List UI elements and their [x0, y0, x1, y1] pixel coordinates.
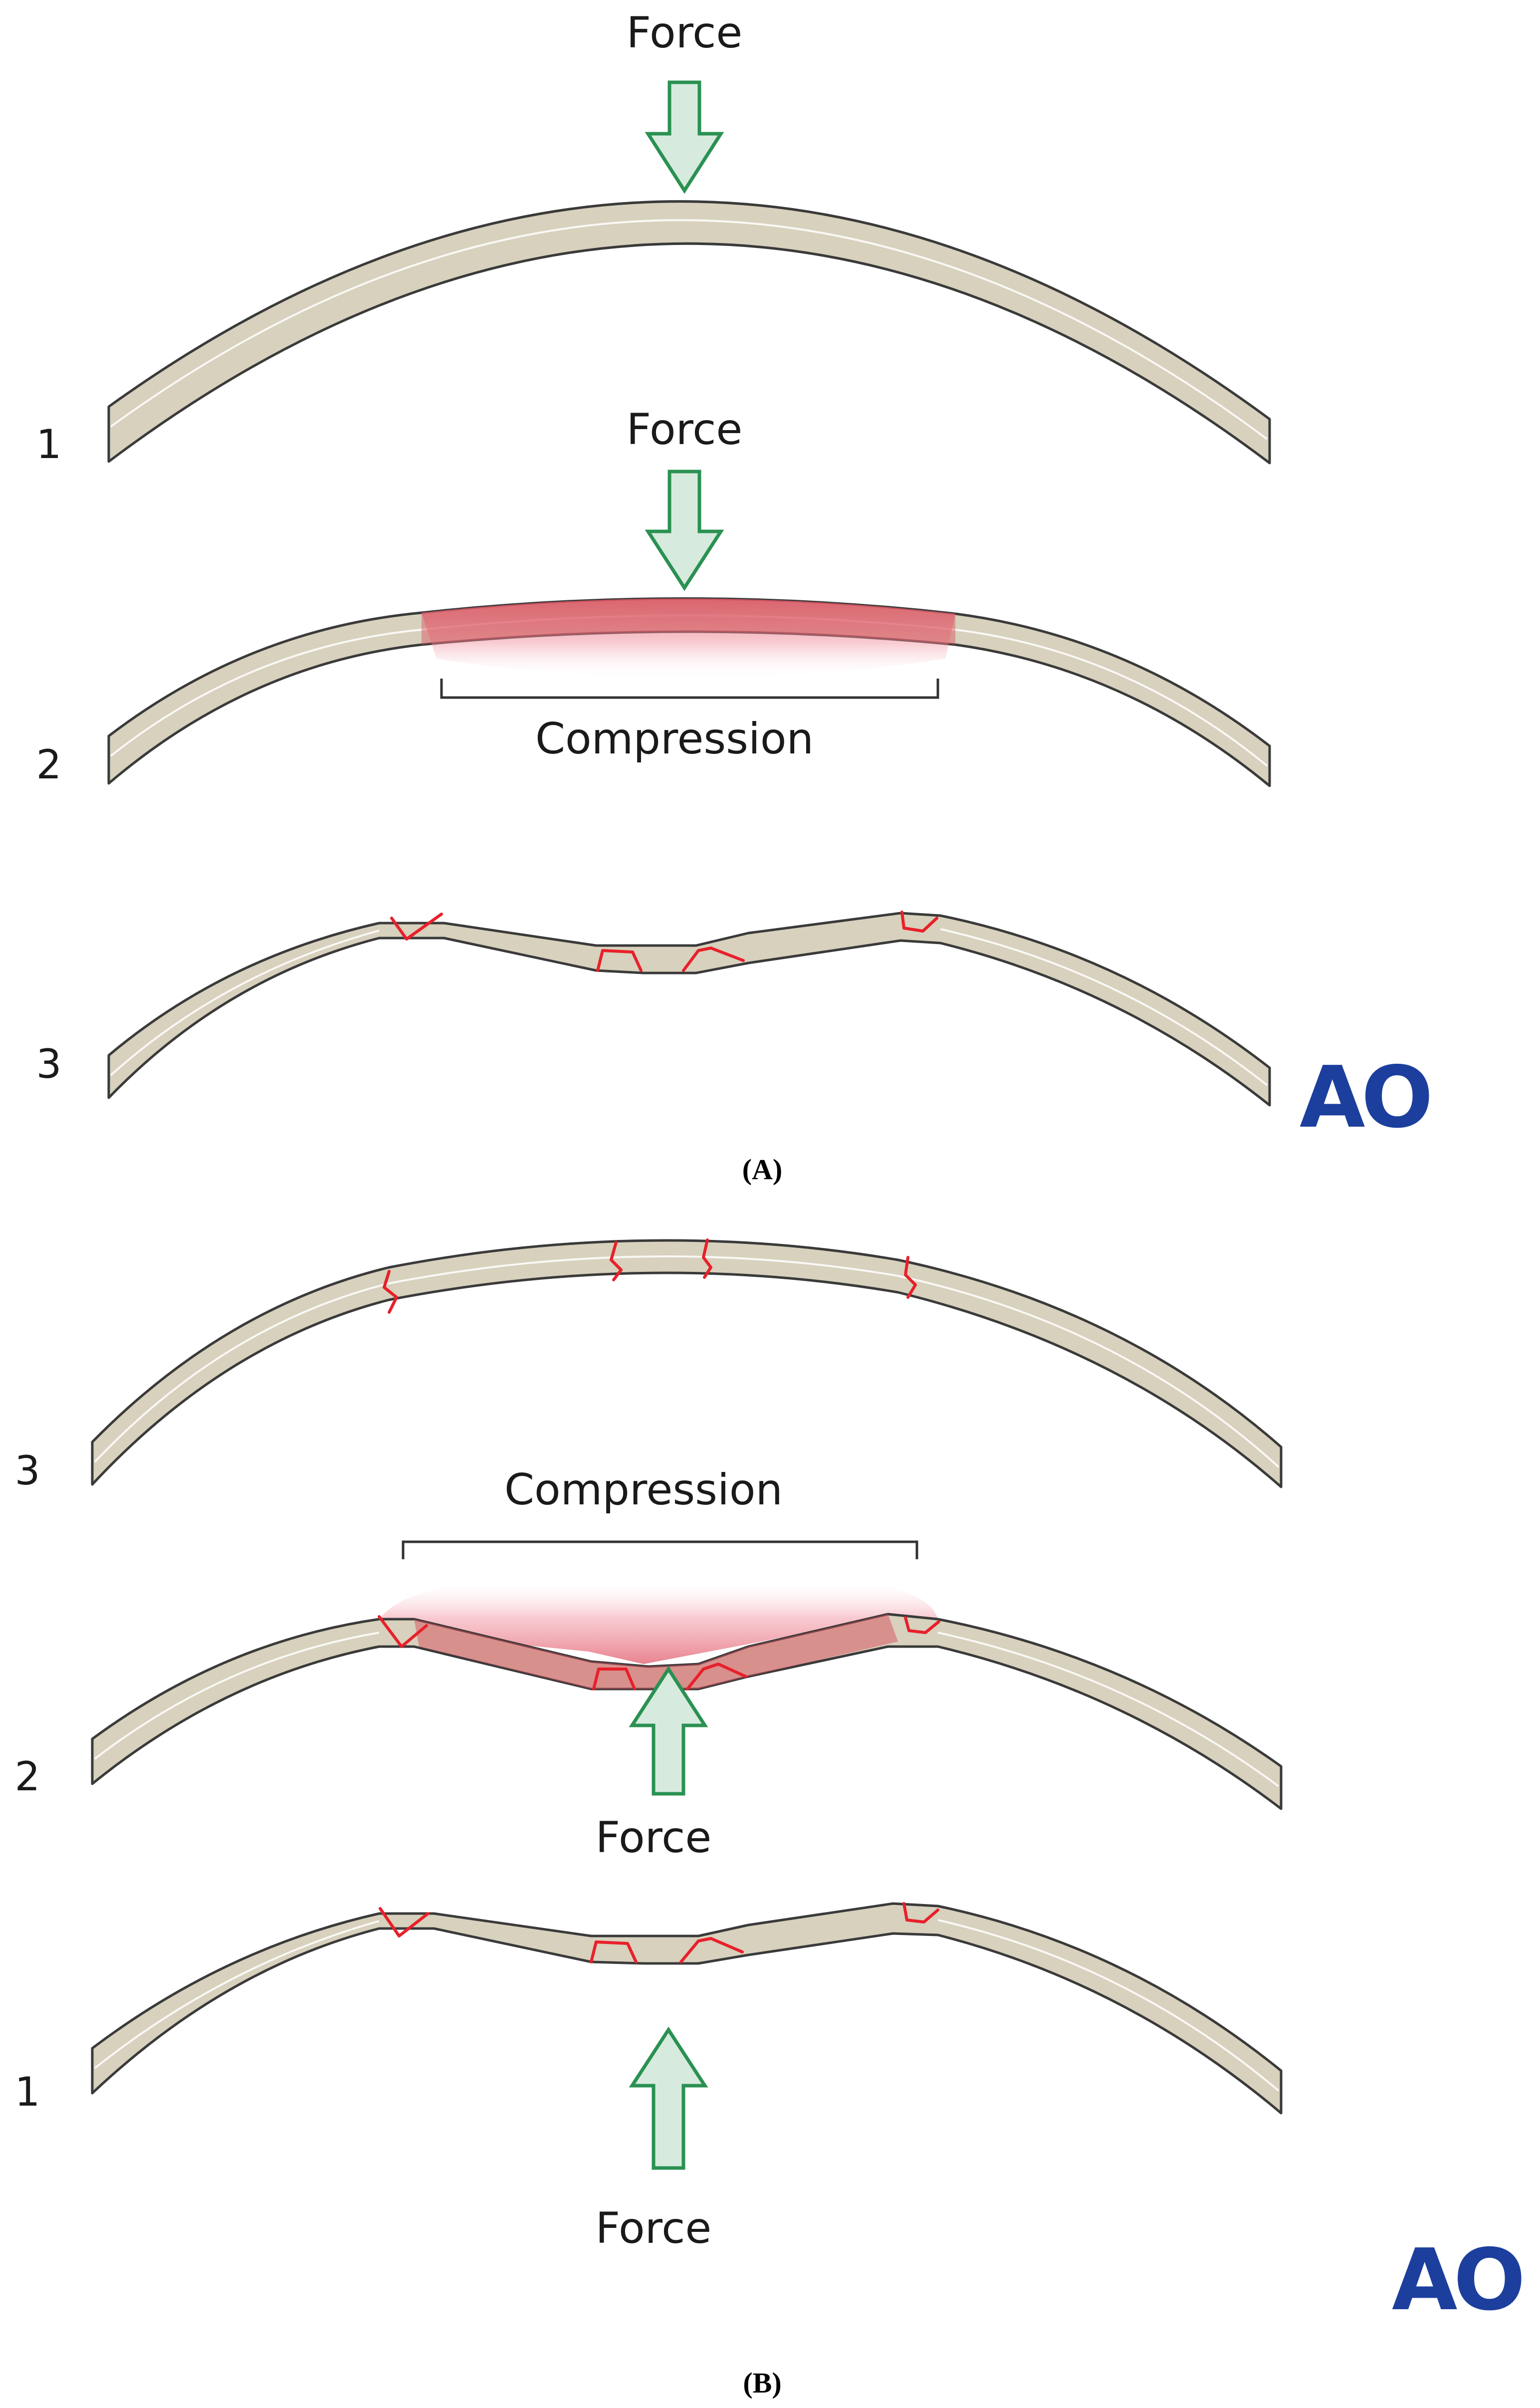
step-number: 3 [15, 1447, 40, 1494]
fracture-line [702, 1238, 712, 1279]
fracture-line [379, 1907, 430, 1937]
fracture-line [686, 1663, 747, 1690]
step-number: 2 [36, 741, 62, 788]
panel-b-row-2: Compression Force 2 [15, 1465, 1283, 1863]
force-arrow-up-icon [629, 1666, 708, 1796]
panel-b-row-1: Force 1 [15, 1902, 1283, 2253]
compression-zone [379, 1579, 938, 1664]
compression-label: Compression [504, 1465, 783, 1515]
skull-bone-depressed [91, 1613, 1283, 1810]
fracture-line [596, 949, 643, 972]
panel-a-row-3: 3 [36, 911, 1271, 1107]
fracture-line [378, 1615, 428, 1648]
fracture-line [610, 1241, 623, 1281]
skull-bone-fractured [91, 1902, 1283, 2115]
panel-a-row-2: Force Compression 2 [36, 405, 1271, 788]
compression-bracket [402, 1540, 918, 1559]
step-number: 1 [36, 421, 62, 468]
step-number: 2 [15, 1753, 40, 1800]
fracture-line [904, 1256, 917, 1299]
panel-a: Force 1 Force Compression 2 3 [36, 8, 1434, 1186]
step-number: 3 [36, 1041, 62, 1087]
panel-b: 3 Compression Force 2 For [15, 1238, 1526, 2399]
compression-zone [422, 598, 955, 679]
fracture-line [902, 1902, 939, 1924]
force-label: Force [596, 1813, 712, 1863]
skull-bone-fractured [107, 912, 1271, 1107]
fracture-line [682, 947, 745, 972]
fracture-line [590, 1940, 638, 1963]
fracture-line [900, 911, 938, 933]
compression-bracket [440, 679, 939, 699]
compression-label: Compression [535, 714, 814, 764]
fracture-line [390, 913, 443, 941]
fracture-line [383, 1270, 398, 1314]
panel-a-row-1: Force 1 [36, 8, 1271, 468]
panel-b-row-3: 3 [15, 1238, 1283, 1494]
ao-logo: AO [1392, 2231, 1522, 2330]
step-number: 1 [15, 2069, 40, 2115]
fracture-line [904, 1616, 940, 1634]
fracture-line [679, 1937, 744, 1963]
force-label: Force [627, 405, 743, 455]
fracture-line [592, 1668, 636, 1690]
force-label: Force [627, 8, 743, 58]
force-arrow-up-icon [629, 2026, 708, 2170]
panel-label: (A) [742, 1153, 783, 1186]
skull-bone-intact [107, 200, 1271, 465]
force-arrow-down-icon [645, 470, 724, 591]
force-label: Force [596, 2203, 712, 2253]
force-arrow-down-icon [645, 80, 724, 194]
skull-bone-fractured [91, 1239, 1283, 1488]
panel-label: (B) [743, 2367, 781, 2399]
ao-logo: AO [1300, 1048, 1429, 1147]
